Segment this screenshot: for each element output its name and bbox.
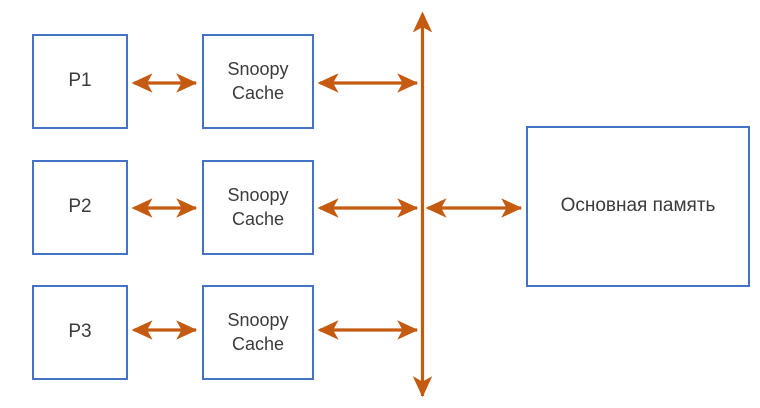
processor-label-p3: P3 (68, 321, 92, 343)
main-memory-label: Основная память (560, 195, 716, 217)
cache-label-1: Snoopy Cache (227, 59, 289, 103)
cache-label-3: Snoopy Cache (227, 310, 289, 354)
main-memory-box[interactable]: Основная память (526, 126, 750, 287)
processor-box-p3[interactable]: P3 (32, 285, 128, 380)
cache-box-2[interactable]: Snoopy Cache (202, 160, 314, 255)
processor-label-p1: P1 (68, 70, 92, 92)
cache-box-3[interactable]: Snoopy Cache (202, 285, 314, 380)
cache-label-2: Snoopy Cache (227, 185, 289, 229)
processor-box-p2[interactable]: P2 (32, 160, 128, 255)
processor-label-p2: P2 (68, 196, 92, 218)
cache-box-1[interactable]: Snoopy Cache (202, 34, 314, 129)
processor-box-p1[interactable]: P1 (32, 34, 128, 129)
